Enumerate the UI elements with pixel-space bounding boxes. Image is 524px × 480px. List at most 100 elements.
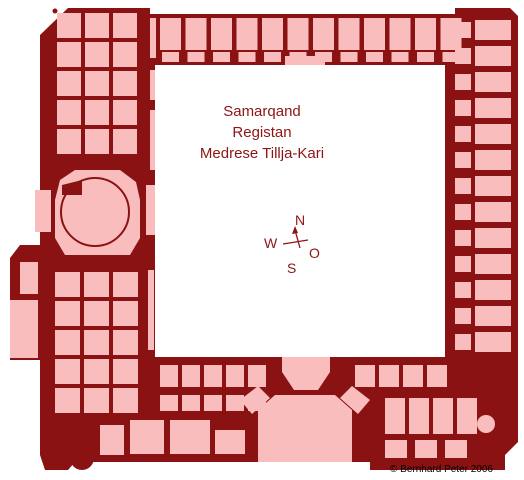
- east-cell-niche: [455, 74, 471, 90]
- south-cell-lower: [409, 398, 429, 434]
- north-cell: [262, 18, 283, 50]
- east-cell-niche: [455, 126, 471, 142]
- dome-bay: [55, 388, 80, 413]
- east-cell: [475, 124, 511, 144]
- south-cell-outer: [415, 440, 437, 458]
- pier: [80, 95, 86, 101]
- pier: [108, 95, 114, 101]
- south-room-west: [130, 420, 164, 454]
- pier: [52, 153, 58, 159]
- pier: [52, 95, 58, 101]
- north-cell-niche: [187, 52, 205, 62]
- compass-rose: [282, 226, 309, 249]
- pier: [108, 37, 114, 43]
- north-cell: [160, 18, 181, 50]
- dome-bay: [113, 13, 137, 38]
- south-cell-lower: [433, 398, 453, 434]
- title-line-2: Registan: [232, 124, 292, 141]
- compass-north-arrowhead: [292, 226, 298, 234]
- pier: [136, 37, 142, 43]
- east-cell: [475, 72, 511, 92]
- dome-bay: [57, 71, 81, 96]
- south-cell-lower: [160, 395, 178, 411]
- title-line-1: Samarqand: [223, 103, 301, 120]
- dome-bay: [85, 42, 109, 67]
- north-cell-niche: [366, 52, 383, 62]
- east-cell: [475, 332, 511, 352]
- dome-bay: [113, 272, 138, 297]
- north-cell: [313, 18, 334, 50]
- portal-side-room: [240, 386, 270, 414]
- north-cell-niche: [213, 52, 230, 62]
- copyright-credit: © Bernhard Peter 2006: [390, 464, 493, 475]
- south-room: [170, 420, 210, 454]
- pier: [108, 8, 114, 14]
- dome-bay: [113, 42, 137, 67]
- east-cell-niche: [455, 282, 471, 298]
- main-portal-hall: [258, 395, 352, 462]
- south-cell: [427, 365, 447, 387]
- dome-bay: [84, 301, 109, 326]
- south-cell: [355, 365, 375, 387]
- north-cell: [338, 18, 360, 50]
- pier: [108, 66, 114, 72]
- east-cell-niche: [455, 204, 471, 220]
- south-cell: [248, 365, 266, 387]
- dome-bay: [84, 272, 109, 297]
- compass-east-label: O: [309, 245, 320, 261]
- dome-bay: [57, 42, 81, 67]
- south-cell-lower: [226, 395, 244, 411]
- dome-bay: [113, 330, 138, 355]
- north-cell: [185, 18, 207, 50]
- east-cell: [475, 98, 511, 118]
- north-cell-niche: [391, 52, 409, 62]
- south-cell: [160, 365, 178, 387]
- east-cell: [475, 46, 511, 66]
- dome-bay: [113, 359, 138, 384]
- north-cell-niche: [162, 52, 179, 62]
- east-cell: [475, 176, 511, 196]
- pier: [108, 124, 114, 130]
- north-cell-niche: [340, 52, 358, 62]
- pier: [52, 8, 58, 14]
- north-cell: [287, 18, 309, 50]
- pier: [136, 8, 142, 14]
- west-edge-cell: [148, 270, 154, 350]
- dome-bay: [57, 100, 81, 125]
- east-cell-niche: [455, 100, 471, 116]
- portal-side-room: [340, 386, 370, 414]
- west-edge-cell: [150, 70, 156, 100]
- south-cell: [379, 365, 399, 387]
- east-cell-niche: [455, 308, 471, 324]
- north-cell-niche: [417, 52, 434, 62]
- dome-bay: [113, 388, 138, 413]
- dome-bay: [84, 330, 109, 355]
- south-cell: [403, 365, 423, 387]
- north-cell: [415, 18, 436, 50]
- mihrab-side-room: [35, 190, 51, 232]
- west-edge-cell: [150, 110, 156, 170]
- dome-bay: [85, 13, 109, 38]
- south-cell-outer: [445, 440, 467, 458]
- east-cell: [475, 280, 511, 300]
- compass-north-label: N: [295, 212, 306, 228]
- dome-bay: [57, 129, 81, 154]
- dome-bay: [84, 388, 109, 413]
- compass-south-label: S: [287, 260, 297, 276]
- dome-bay: [55, 330, 80, 355]
- pier: [80, 124, 86, 130]
- east-cell: [475, 306, 511, 326]
- compass-needle-wo: [282, 239, 309, 245]
- dome-bay: [113, 71, 137, 96]
- pier: [108, 153, 114, 159]
- north-cell: [364, 18, 385, 50]
- pier: [136, 95, 142, 101]
- pier: [136, 124, 142, 130]
- south-cell-lower: [385, 398, 405, 434]
- east-cell-niche: [455, 48, 471, 64]
- dome-bay: [113, 301, 138, 326]
- east-cell-niche: [455, 334, 471, 350]
- dome-bay: [55, 359, 80, 384]
- north-cell-niche: [238, 52, 256, 62]
